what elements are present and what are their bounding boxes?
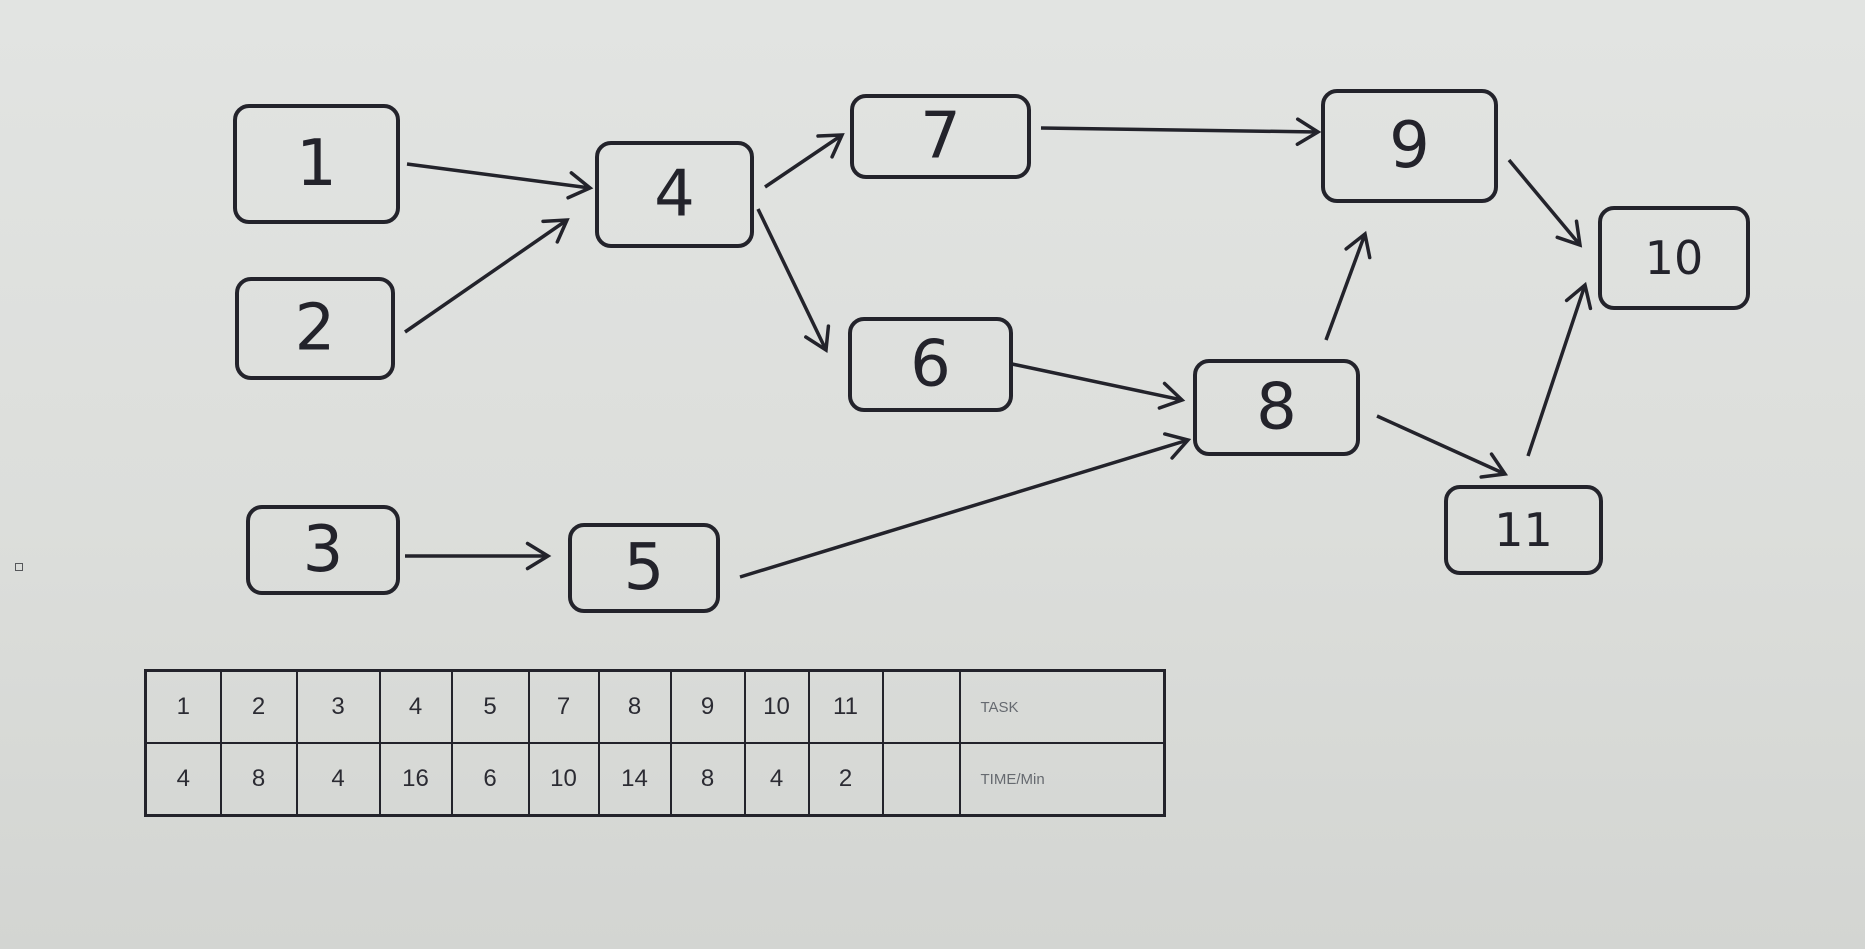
time-row-label: TIME/Min (958, 742, 1166, 817)
node-label: 2 (295, 292, 336, 366)
node-label: 4 (654, 158, 695, 232)
task-cell-empty (881, 669, 961, 744)
edge-arrow-8-11 (1376, 414, 1509, 479)
node-label: 10 (1645, 231, 1704, 285)
task-cell: 5 (450, 669, 530, 744)
node-9: 9 (1321, 89, 1498, 203)
node-label: 5 (624, 531, 665, 605)
time-cell: 4 (295, 742, 381, 817)
time-cell: 10 (527, 742, 600, 817)
time-cell: 4 (743, 742, 810, 817)
node-label: 11 (1494, 503, 1553, 557)
task-cell: 1 (144, 669, 222, 744)
task-row-label: TASK (958, 669, 1166, 744)
task-cell: 3 (295, 669, 381, 744)
node-label: 1 (296, 127, 337, 201)
node-6: 6 (848, 317, 1013, 412)
time-cell: 4 (144, 742, 222, 817)
task-cell: 10 (743, 669, 810, 744)
task-cell: 9 (669, 669, 746, 744)
time-cell: 8 (669, 742, 746, 817)
edge-arrow-5-8 (739, 432, 1192, 579)
task-cell: 2 (219, 669, 298, 744)
edge-arrow-6-8 (1011, 362, 1186, 410)
time-cell: 8 (219, 742, 298, 817)
node-7: 7 (850, 94, 1031, 179)
edge-arrow-2-4 (404, 218, 570, 334)
node-label: 6 (910, 328, 951, 402)
time-cell: 6 (450, 742, 530, 817)
task-cell: 4 (378, 669, 453, 744)
edge-arrow-1-4 (406, 162, 594, 200)
time-cell: 16 (378, 742, 453, 817)
bullet-marker (15, 563, 23, 571)
node-label: 9 (1389, 109, 1430, 183)
node-label: 7 (920, 100, 961, 174)
edge-arrow-11-10 (1526, 281, 1593, 457)
node-11: 11 (1444, 485, 1603, 575)
edge-arrow-4-6 (756, 208, 831, 354)
time-row: 4 8 4 16 6 10 14 8 4 2 TIME/Min (144, 742, 1166, 817)
node-2: 2 (235, 277, 395, 380)
task-cell: 7 (527, 669, 600, 744)
edge-arrow-9-10 (1507, 158, 1583, 248)
task-cell: 8 (597, 669, 672, 744)
edge-arrow-7-9 (1040, 117, 1322, 146)
node-label: 8 (1256, 371, 1297, 445)
task-cell: 11 (807, 669, 884, 744)
time-cell: 2 (807, 742, 884, 817)
node-1: 1 (233, 104, 400, 224)
edge-arrow-8-9 (1324, 230, 1372, 341)
edge-arrow-4-7 (764, 133, 845, 189)
node-4: 4 (595, 141, 754, 248)
node-5: 5 (568, 523, 720, 613)
task-row: 1 2 3 4 5 7 8 9 10 11 TASK (144, 669, 1166, 744)
time-cell: 14 (597, 742, 672, 817)
node-8: 8 (1193, 359, 1360, 456)
node-10: 10 (1598, 206, 1750, 310)
time-cell-empty (881, 742, 961, 817)
node-3: 3 (246, 505, 400, 595)
edge-arrow-3-5 (405, 541, 552, 571)
task-time-table: 1 2 3 4 5 7 8 9 10 11 TASK 4 8 4 16 6 10… (144, 669, 1166, 817)
node-label: 3 (303, 513, 344, 587)
